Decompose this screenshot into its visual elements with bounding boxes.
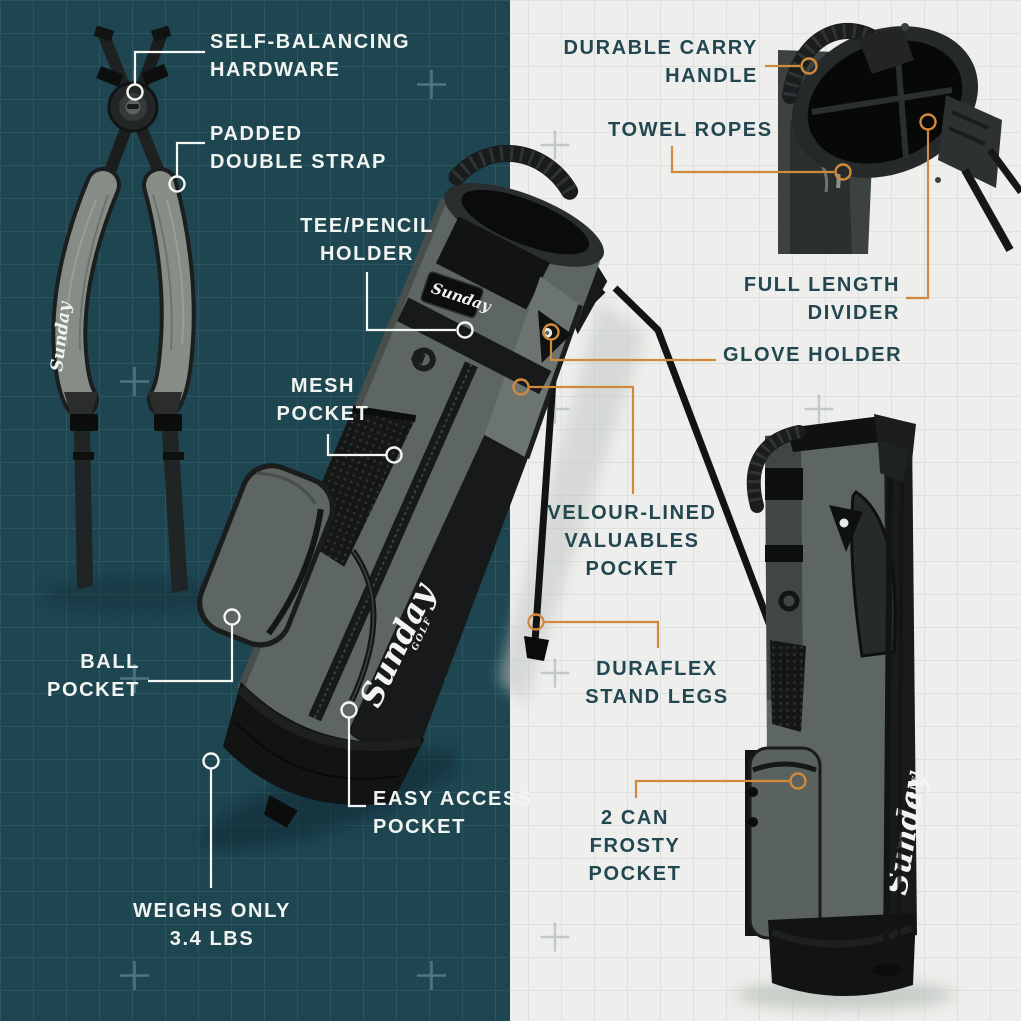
callout-ring-tee-pencil xyxy=(456,321,474,339)
main-bag-photo: Sunday Sunday GOLF xyxy=(197,145,608,828)
ball-pocket-shape xyxy=(197,463,336,648)
label-2-can-frosty-pocket: 2 CAN FROSTY POCKET xyxy=(588,807,682,885)
callout-line-easy-access xyxy=(347,718,366,808)
callout-ring-self-balancing xyxy=(126,83,144,101)
callout-line-self-balancing xyxy=(133,50,205,84)
callout-line-frosty xyxy=(634,779,790,798)
rear-bag-photo: Sunday GOLF xyxy=(745,414,934,997)
callout-ring-mesh-pocket xyxy=(385,446,403,464)
callout-ring-velour-pocket xyxy=(512,378,530,396)
label-durable-carry-handle: DURABLE CARRY HANDLE xyxy=(563,37,758,87)
callout-rings-teal-side xyxy=(126,83,474,770)
callout-ring-frosty xyxy=(789,772,807,790)
callout-line-velour-pocket xyxy=(529,385,635,494)
label-mesh-pocket: MESH POCKET xyxy=(276,375,370,425)
label-weighs-only: WEIGHS ONLY 3.4 LBS xyxy=(133,900,291,950)
callout-lines-teal-side xyxy=(133,50,456,888)
label-duraflex-stand-legs: DURAFLEX STAND LEGS xyxy=(585,658,729,708)
label-glove-holder: GLOVE HOLDER xyxy=(723,344,903,366)
label-easy-access-pocket: EASY ACCESS POCKET xyxy=(373,788,533,838)
callout-ring-easy-access xyxy=(340,701,358,719)
label-padded-double-strap: PADDED DOUBLE STRAP xyxy=(210,123,387,173)
label-full-length-divider: FULL LENGTH DIVIDER xyxy=(743,274,900,324)
label-towel-ropes: TOWEL ROPES xyxy=(608,119,773,141)
callout-ring-carry-handle xyxy=(800,57,818,75)
callout-line-padded-strap xyxy=(175,141,205,176)
label-velour-valuables-pocket: VELOUR-LINED VALUABLES POCKET xyxy=(547,502,717,580)
callout-ring-padded-strap xyxy=(168,175,186,193)
bag-top-inset-photo xyxy=(778,23,1021,254)
label-self-balancing-hardware: SELF-BALANCING HARDWARE xyxy=(210,31,411,81)
callout-ring-towel-ropes xyxy=(834,163,852,181)
callout-ring-ball-pocket xyxy=(223,608,241,626)
callout-line-mesh-pocket xyxy=(326,434,386,457)
callout-rings-white-side xyxy=(512,57,937,790)
callout-lines-white-side xyxy=(529,64,930,798)
callout-line-towel-ropes xyxy=(670,146,834,174)
callout-line-glove-holder xyxy=(549,340,716,362)
frosty-pocket-shape xyxy=(745,746,822,940)
callout-ring-weighs xyxy=(202,752,220,770)
callout-ring-duraflex xyxy=(527,613,545,631)
callout-ring-divider xyxy=(919,113,937,131)
callout-line-duraflex xyxy=(544,620,660,648)
strap-detail-photo: Sunday xyxy=(47,25,196,593)
label-ball-pocket: BALL POCKET xyxy=(47,651,140,701)
label-tee-pencil-holder: TEE/PENCIL HOLDER xyxy=(300,215,434,265)
callout-line-ball-pocket xyxy=(148,625,234,683)
callout-line-tee-pencil xyxy=(365,272,456,332)
callout-line-divider xyxy=(906,130,930,300)
callout-ring-glove-holder xyxy=(542,323,560,341)
